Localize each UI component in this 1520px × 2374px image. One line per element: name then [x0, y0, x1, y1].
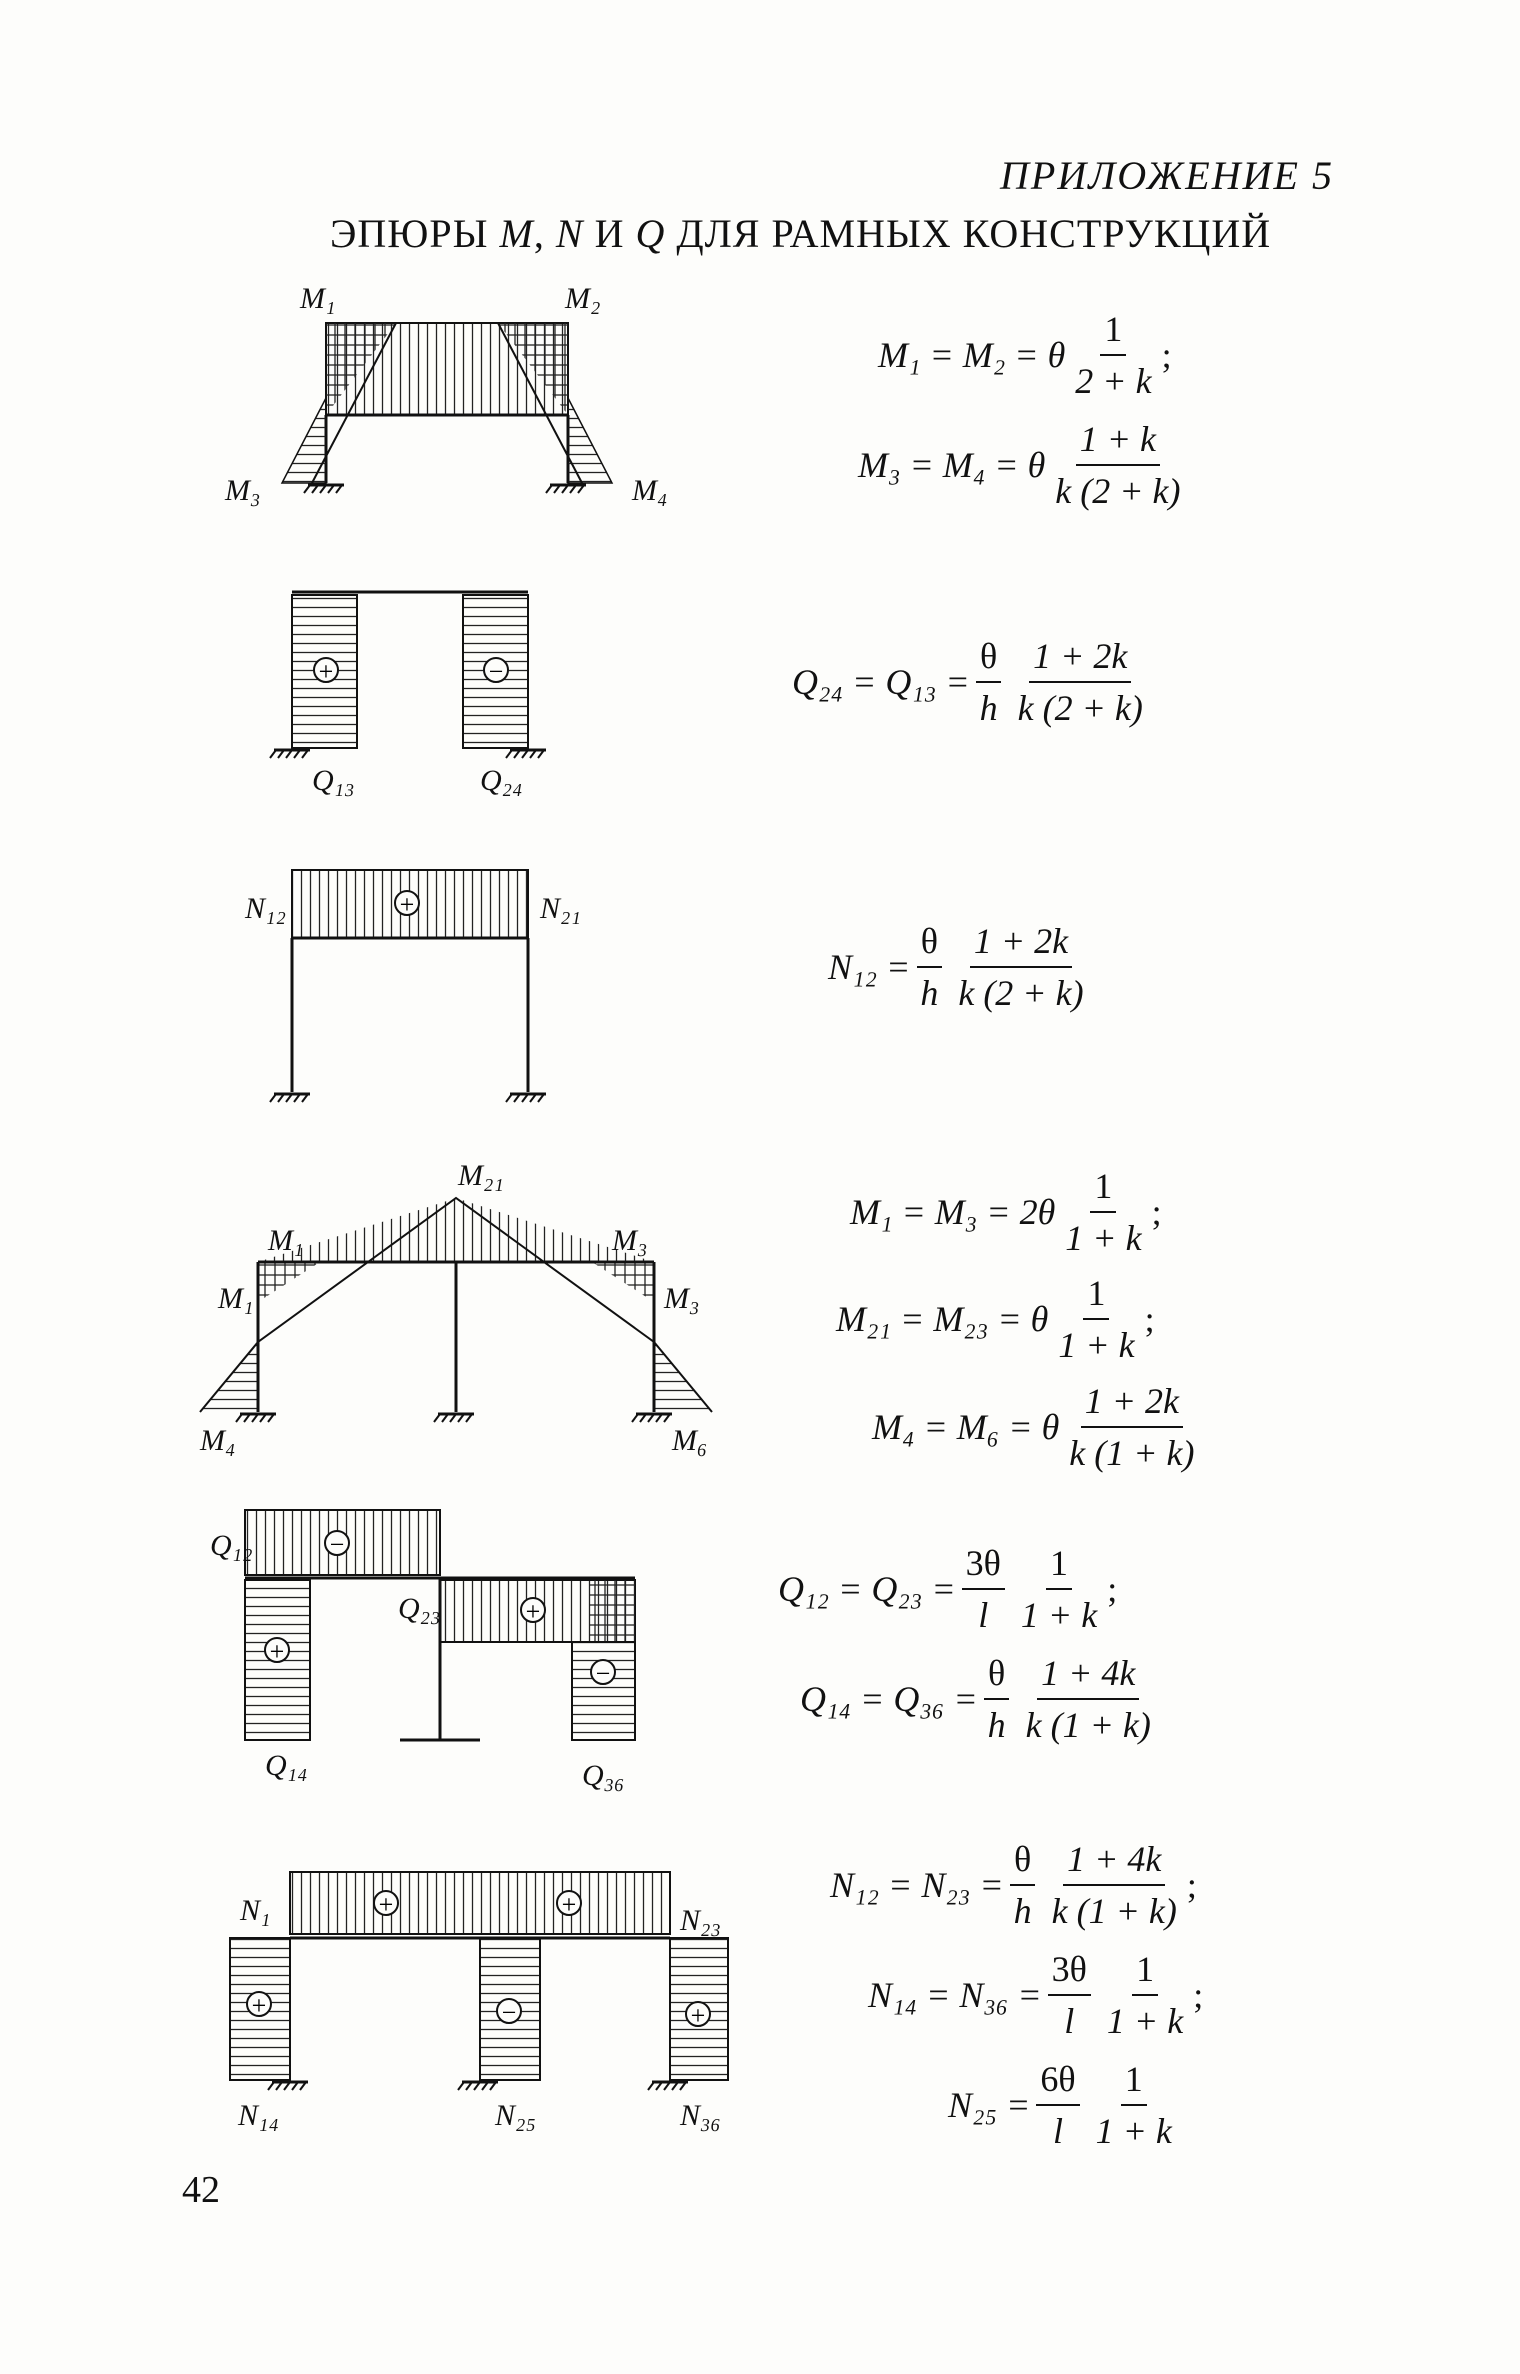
sign-plus: + — [526, 1597, 541, 1626]
sign-plus: + — [379, 1890, 394, 1919]
sign-plus: + — [400, 890, 415, 919]
label-n36: N₃₆ — [679, 2099, 721, 2132]
diagram-5-shear-two-bay: − + + − Q₁₂ Q₂₃ Q₃₆ Q₁₄ — [210, 1509, 636, 1792]
label-q23: Q₂₃ — [398, 1592, 441, 1625]
diagram-3-axial-portal: + N₁₂ N₂₁ — [244, 869, 581, 1104]
label-m3-side: M₃ — [663, 1282, 699, 1315]
sign-plus: + — [319, 657, 334, 686]
label-q14: Q₁₄ — [265, 1749, 308, 1782]
label-m6: M₆ — [671, 1424, 707, 1457]
label-n12: N₁₂ — [244, 892, 286, 925]
sign-plus: + — [691, 2001, 706, 2030]
sign-plus: + — [270, 1637, 285, 1666]
label-m3: M₃ — [224, 474, 260, 507]
label-q36: Q₃₆ — [582, 1759, 625, 1792]
label-q13: Q₁₃ — [312, 764, 355, 797]
appendix-label: ПРИЛОЖЕНИЕ 5 — [1000, 153, 1334, 198]
sign-minus: − — [502, 1998, 517, 2027]
diagram-6-axial-two-bay: + + + − + N₁ N₂₃ N₁₄ N₂₅ N₃₆ — [229, 1871, 729, 2132]
label-m1-side: M₁ — [217, 1282, 253, 1315]
label-n1: N₁ — [239, 1894, 270, 1927]
label-m3-top: M₃ — [611, 1224, 647, 1257]
diagram-4-moment-two-bay: M₂₁ M₁ M₃ M₁ M₃ M₄ M₆ — [199, 1159, 713, 1457]
sign-minus: − — [596, 1659, 611, 1688]
label-m2: M₂ — [564, 282, 600, 315]
label-m4: M₄ — [199, 1424, 235, 1457]
sign-minus: − — [489, 657, 504, 686]
label-m1-top: M₁ — [267, 1224, 303, 1257]
page-number: 42 — [182, 2169, 220, 2211]
sign-minus: − — [330, 1530, 345, 1559]
sign-plus: + — [252, 1991, 267, 2020]
diagram-2-shear-portal: + − Q₁₃ Q₂₄ — [268, 590, 548, 797]
label-n25: N₂₅ — [494, 2099, 536, 2132]
label-n21: N₂₁ — [539, 892, 581, 925]
label-m4: M₄ — [631, 474, 667, 507]
diagram-1-moment-portal: M₁ M₂ M₃ M₄ — [224, 282, 667, 507]
page-title: ЭПЮРЫ M, N И Q ДЛЯ РАМНЫХ КОНСТРУКЦИЙ — [330, 211, 1272, 256]
label-m1: M₁ — [299, 282, 335, 315]
label-n14: N₁₄ — [237, 2099, 279, 2132]
label-q12: Q₁₂ — [210, 1529, 253, 1562]
label-m21: M₂₁ — [457, 1159, 504, 1192]
label-q24: Q₂₄ — [480, 764, 523, 797]
label-n23: N₂₃ — [679, 1904, 721, 1937]
sign-plus: + — [562, 1890, 577, 1919]
